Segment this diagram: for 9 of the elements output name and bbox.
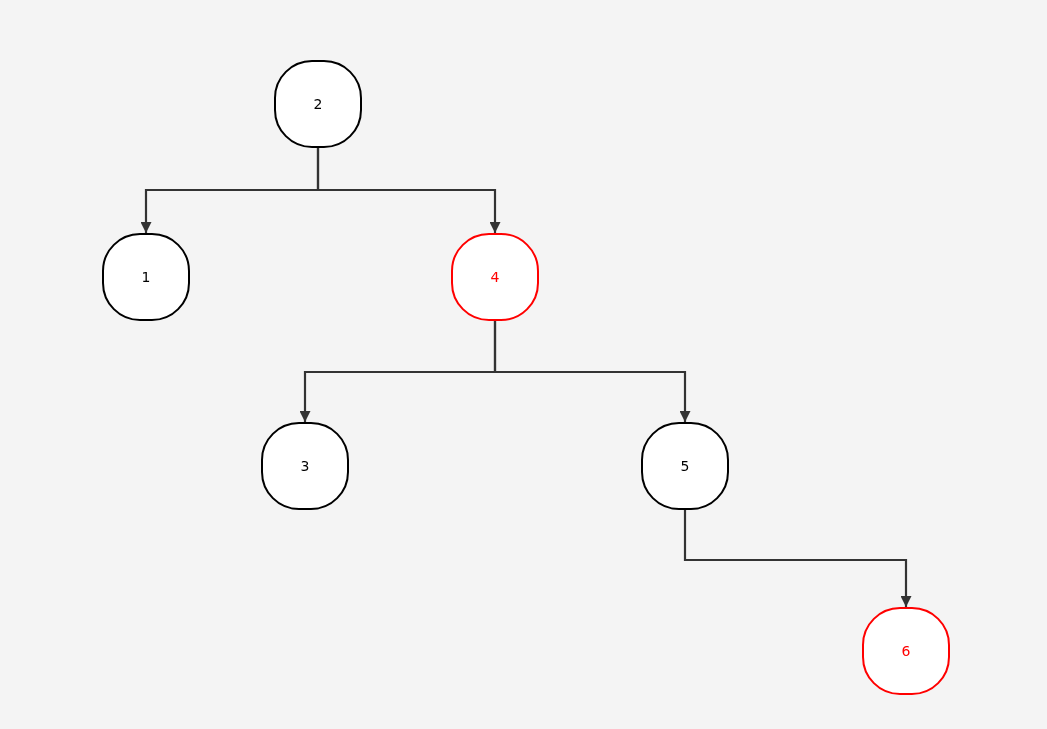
node-label: 6: [901, 643, 911, 659]
arrow: [493, 321, 691, 422]
arrow: [683, 510, 912, 607]
arrow: [316, 148, 501, 233]
node-label: 1: [141, 269, 151, 285]
node-label: 4: [490, 269, 500, 285]
node-label: 5: [680, 458, 690, 474]
node-label: 3: [300, 458, 310, 474]
node-label: 2: [313, 96, 323, 112]
